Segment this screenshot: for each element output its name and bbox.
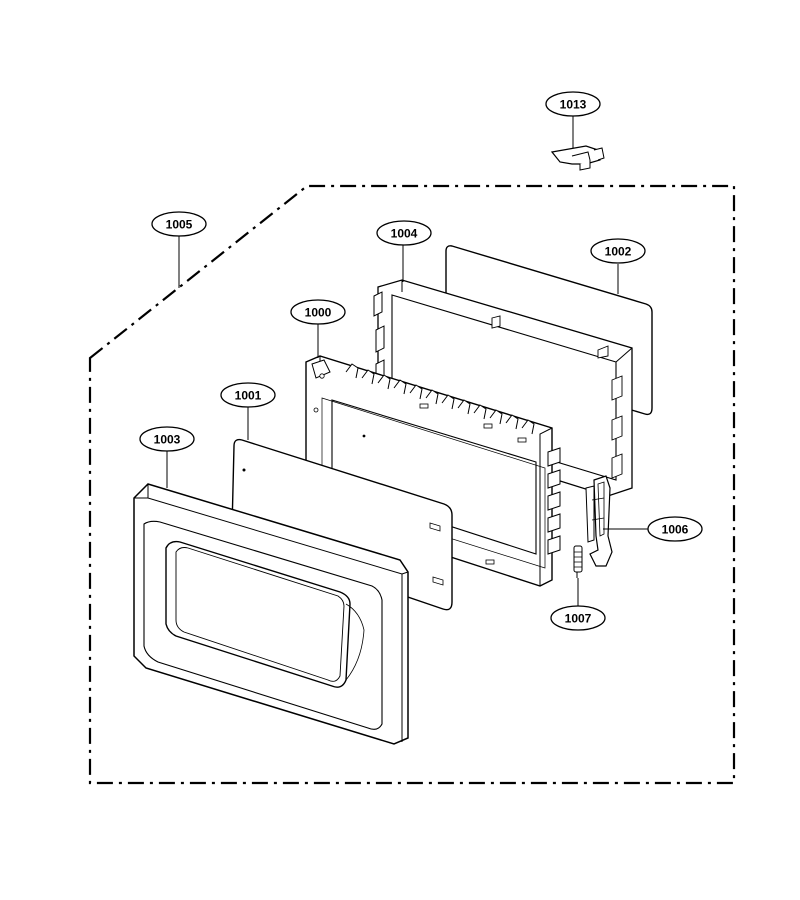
callout-1013: 1013: [545, 91, 601, 117]
callout-1007: 1007: [550, 605, 606, 631]
callout-1001-label: 1001: [235, 389, 262, 403]
part-1006-latch: [585, 475, 613, 567]
part-1013-clip: [550, 145, 605, 171]
callout-1013-label: 1013: [560, 98, 587, 112]
callout-1003-label: 1003: [154, 433, 181, 447]
callout-1000: 1000: [290, 299, 346, 325]
callout-1004: 1004: [376, 220, 432, 246]
callout-1003: 1003: [139, 426, 195, 452]
callout-1004-label: 1004: [391, 227, 418, 241]
part-1007-spring: [573, 545, 583, 578]
callout-1005-label: 1005: [166, 218, 193, 232]
callout-1002-label: 1002: [605, 245, 632, 259]
callout-1006-label: 1006: [662, 523, 689, 537]
part-1003-door-cover: [133, 483, 409, 745]
callout-1007-label: 1007: [565, 612, 592, 626]
callout-1005: 1005: [151, 211, 207, 237]
assembly-boundary: [88, 184, 736, 785]
callout-1006: 1006: [647, 516, 703, 542]
callout-1002: 1002: [590, 238, 646, 264]
callout-1001: 1001: [220, 382, 276, 408]
callout-1000-label: 1000: [305, 306, 332, 320]
